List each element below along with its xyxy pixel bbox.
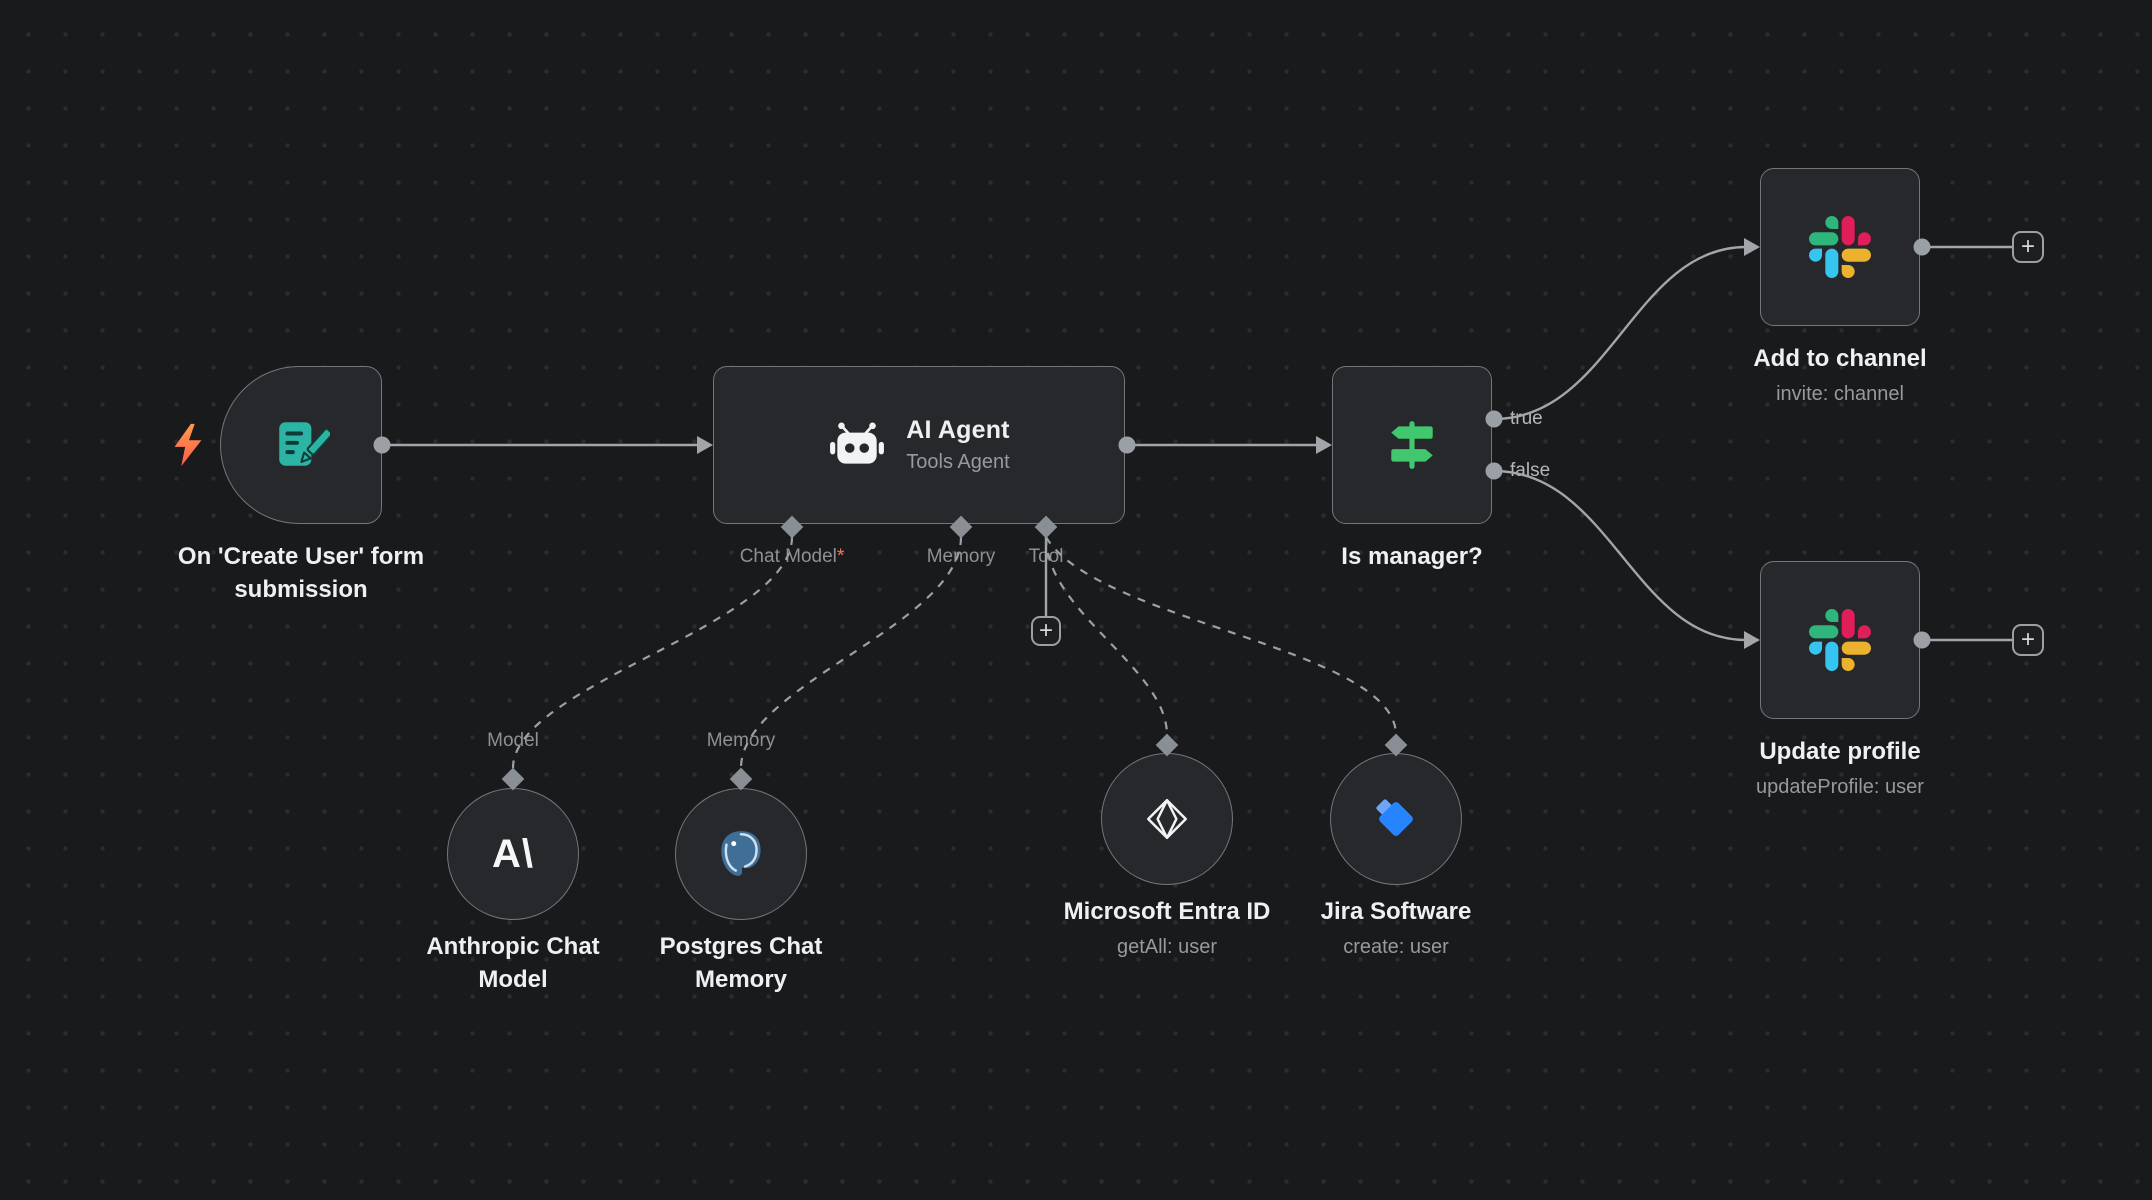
label-line: Jira Software <box>1320 898 1472 925</box>
anthropic-icon: A\ <box>492 831 534 876</box>
port-label-text: Chat Model <box>739 546 837 567</box>
port-label-text: Memory <box>926 546 996 567</box>
add-node-button-after-slack-add[interactable]: + <box>2012 231 2044 263</box>
port-label-model-above: Model <box>487 730 539 751</box>
label-line: Is manager? <box>1341 543 1483 570</box>
label-line: On 'Create User' form <box>177 543 425 570</box>
label-line: Anthropic Chat <box>426 933 600 960</box>
label-line: Add to channel <box>1753 345 1927 372</box>
node-subtitle-ai-agent: Tools Agent <box>906 451 1010 473</box>
label-line: Memory <box>694 966 788 993</box>
node-label-add-to-channel: Add to channel invite: channel <box>1753 342 1926 411</box>
add-node-button-after-slack-update[interactable]: + <box>2012 624 2044 656</box>
port-label-text: Tool <box>1028 546 1064 567</box>
node-slack-add-to-channel[interactable] <box>1760 168 1920 326</box>
output-label-true: true <box>1510 408 1543 429</box>
node-label-entra: Microsoft Entra ID getAll: user <box>1064 895 1271 964</box>
label-line: Model <box>478 966 548 993</box>
node-slack-update-profile[interactable] <box>1760 561 1920 719</box>
node-anthropic-chat-model[interactable]: A\ <box>447 788 579 920</box>
slack-icon <box>1809 609 1871 671</box>
node-ai-agent[interactable]: AI Agent Tools Agent <box>713 366 1125 524</box>
node-subtitle: create: user <box>1343 936 1449 958</box>
signpost-icon <box>1383 416 1441 474</box>
port-label-chat-model: Chat Model* <box>740 546 845 568</box>
node-postgres-chat-memory[interactable] <box>675 788 807 920</box>
node-label-postgres: Postgres Chat Memory <box>660 930 823 996</box>
required-asterisk: * <box>836 546 845 567</box>
output-label-false: false <box>1510 460 1551 481</box>
port-label-tool: Tool <box>1029 546 1064 568</box>
node-label-anthropic: Anthropic Chat Model <box>426 930 599 996</box>
node-subtitle: getAll: user <box>1116 936 1218 958</box>
node-label-update-profile: Update profile updateProfile: user <box>1756 735 1924 804</box>
label-line: Update profile <box>1759 738 1921 765</box>
jira-icon <box>1371 794 1421 844</box>
add-tool-button[interactable]: + <box>1031 616 1061 646</box>
robot-icon <box>828 421 886 469</box>
lightning-bolt-icon <box>168 422 208 473</box>
node-subtitle: updateProfile: user <box>1756 776 1924 798</box>
port-label-memory-above: Memory <box>706 730 776 751</box>
node-microsoft-entra-id[interactable] <box>1101 753 1233 885</box>
label-line: submission <box>234 576 368 603</box>
node-is-manager[interactable] <box>1332 366 1492 524</box>
entra-id-icon <box>1142 794 1192 844</box>
postgres-elephant-icon <box>713 826 769 882</box>
form-document-icon <box>272 416 330 474</box>
node-label-jira: Jira Software create: user <box>1321 895 1472 964</box>
node-label-is-manager: Is manager? <box>1341 540 1482 573</box>
node-subtitle: invite: channel <box>1776 383 1904 405</box>
label-line: Postgres Chat <box>659 933 823 960</box>
node-title-ai-agent: AI Agent <box>906 416 1010 444</box>
port-label-memory: Memory <box>927 546 996 568</box>
node-label-form-trigger: On 'Create User' form submission <box>178 540 424 606</box>
slack-icon <box>1809 216 1871 278</box>
node-jira-software[interactable] <box>1330 753 1462 885</box>
node-form-trigger[interactable] <box>220 366 382 524</box>
label-line: Microsoft Entra ID <box>1063 898 1271 925</box>
